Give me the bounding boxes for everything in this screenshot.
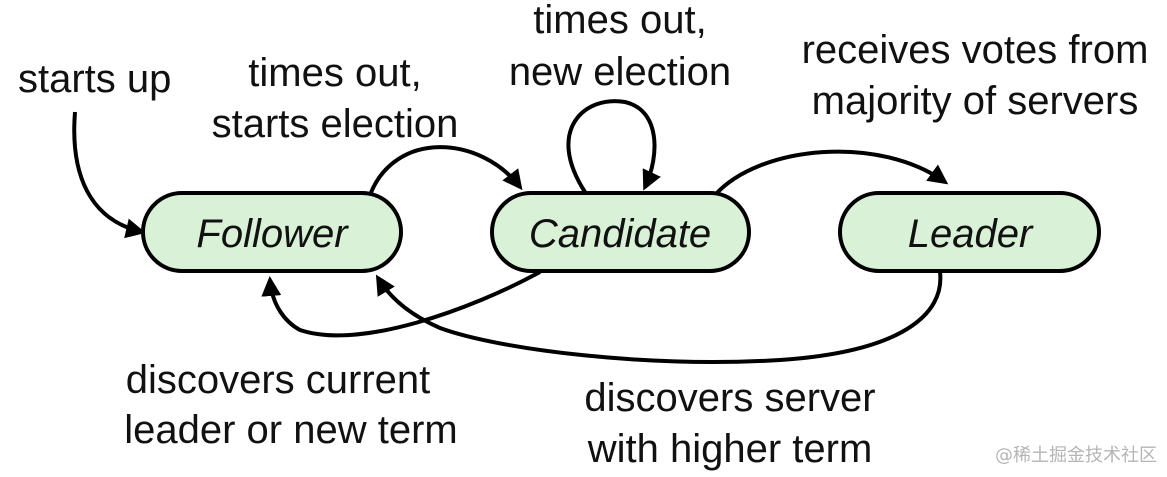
follower-to-candidate-arrow: [368, 145, 523, 196]
state-leader: Leader: [838, 191, 1101, 273]
candidate-to-follower-arrow: [261, 270, 541, 338]
label-starts-up: starts up: [18, 57, 171, 101]
label-leader-to-follower-line1: discovers server: [584, 376, 875, 420]
label-candidate-self-line1: times out,: [533, 0, 706, 42]
label-candidate-to-follower-line2: leader or new term: [124, 408, 457, 452]
state-follower-label: Follower: [196, 212, 349, 256]
label-candidate-self-line2: new election: [509, 50, 731, 94]
state-candidate: Candidate: [490, 191, 751, 273]
state-leader-label: Leader: [908, 212, 1034, 256]
label-candidate-to-follower-line1: discovers current: [126, 358, 431, 402]
label-follower-to-candidate-line2: starts election: [212, 102, 459, 146]
label-leader-to-follower-line2: with higher term: [587, 427, 873, 471]
candidate-to-leader-arrow: [713, 149, 949, 197]
candidate-self-loop-arrow: [566, 99, 661, 194]
leader-to-follower-arrow: [375, 271, 943, 364]
state-candidate-label: Candidate: [529, 212, 711, 256]
watermark: @稀土掘金技术社区: [995, 445, 1157, 466]
label-candidate-to-leader-line2: majority of servers: [812, 79, 1139, 123]
label-follower-to-candidate-line1: times out,: [248, 51, 421, 95]
starts-up-arrow: [72, 111, 146, 239]
state-follower: Follower: [141, 191, 403, 273]
label-candidate-to-leader-line1: receives votes from: [802, 28, 1149, 72]
